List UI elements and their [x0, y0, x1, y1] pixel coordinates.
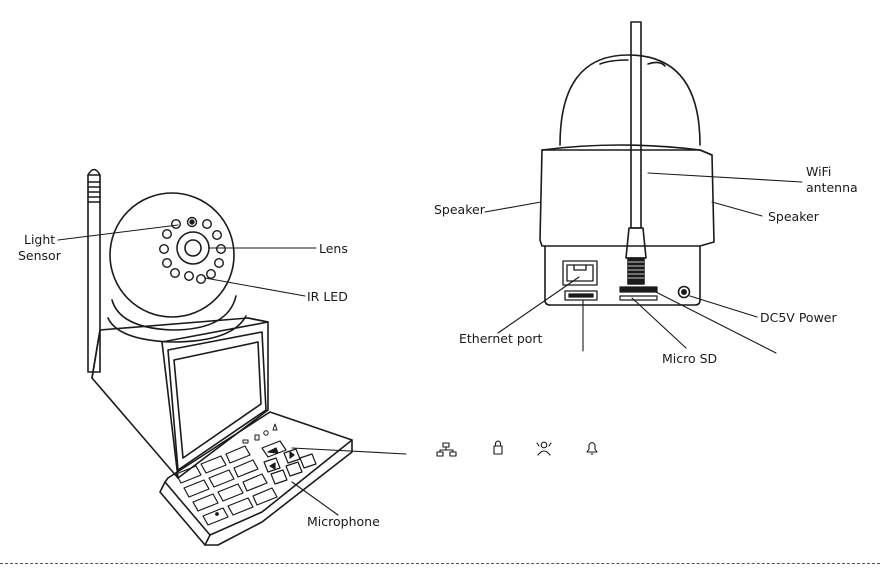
light-sensor-label-line2: Sensor: [18, 248, 61, 263]
bottom-divider: [0, 563, 880, 566]
leader-status-icons: [292, 448, 406, 454]
rear-dome: [560, 55, 700, 145]
keypad: [176, 441, 316, 525]
ir-led-label: IR LED: [307, 289, 348, 304]
power-jack: [679, 287, 690, 298]
status-icon-legend: [437, 441, 597, 456]
leader-speaker-left: [485, 202, 541, 212]
micro-sd-label: Micro SD: [662, 351, 717, 366]
leader-speaker-right: [712, 202, 762, 216]
bell-icon: [587, 443, 597, 455]
microphone-label: Microphone: [307, 514, 380, 529]
lens-label: Lens: [319, 241, 348, 256]
micro-sd-slot: [620, 287, 657, 300]
front-lens: [177, 232, 209, 264]
ir-led-ring: [160, 218, 226, 284]
speaker-right-label: Speaker: [768, 209, 819, 224]
person-icon: [537, 442, 551, 455]
leader-microphone: [292, 482, 338, 515]
wifi-antenna-label-line2: antenna: [806, 180, 858, 195]
dc5v-power-label: DC5V Power: [760, 310, 837, 325]
wifi-antenna-label: WiFi: [806, 164, 831, 179]
speaker-left-label: Speaker: [434, 202, 485, 217]
network-icon: [437, 443, 456, 456]
front-camera: [88, 170, 352, 546]
leader-sd-card: [650, 289, 776, 353]
rear-camera: [540, 22, 714, 305]
usb-slot: [565, 291, 597, 300]
lock-icon: [494, 441, 502, 454]
ethernet-port: [563, 261, 597, 285]
front-body: [92, 318, 352, 545]
rear-antenna: [626, 22, 646, 284]
ethernet-port-label: Ethernet port: [459, 331, 542, 346]
leader-lines: [58, 173, 802, 515]
rear-housing: [540, 145, 714, 305]
leader-light-sensor: [58, 225, 178, 240]
leader-wifi: [648, 173, 802, 182]
light-sensor-label: Light: [24, 232, 55, 247]
